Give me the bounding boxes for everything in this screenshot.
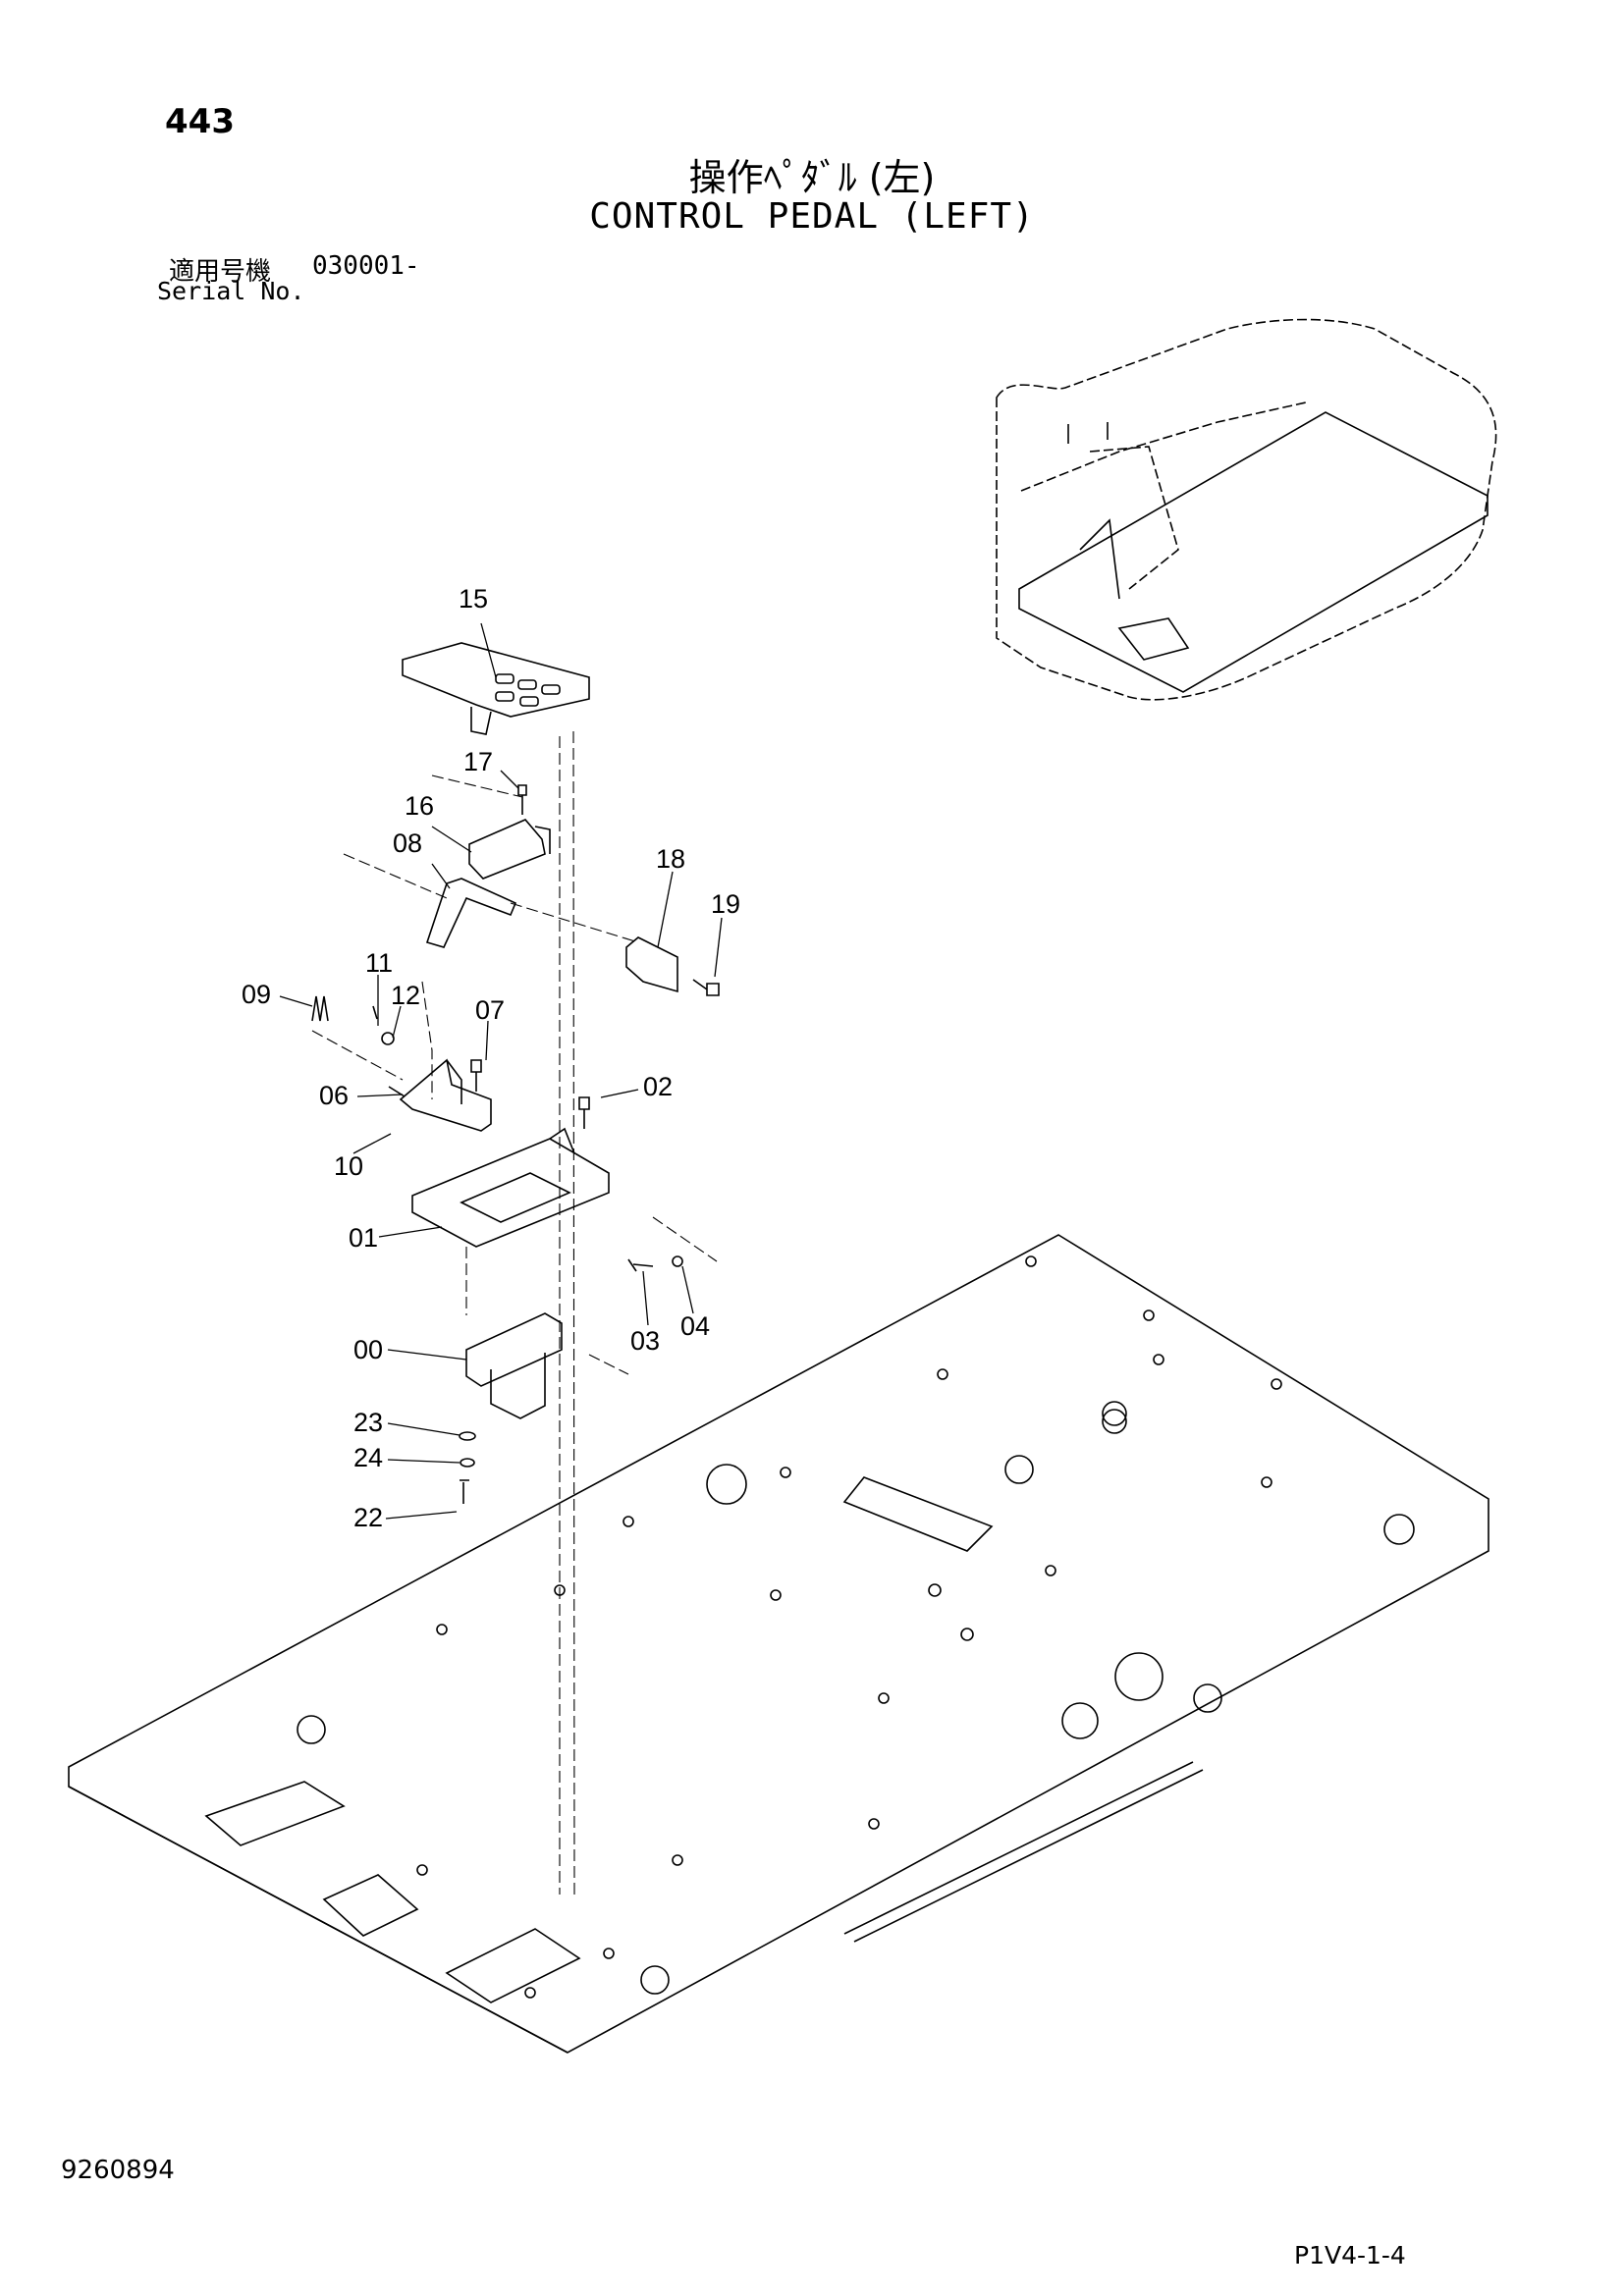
title-english: CONTROL PEDAL (LEFT) [589,196,1035,237]
cab-overview-sketch [996,318,1497,701]
floor-plate [68,1234,1489,2054]
page-number: 443 [165,102,235,141]
callout-16: 16 [405,791,434,821]
spring-part-09 [311,995,329,1022]
cab-floor-outline [1018,411,1489,693]
pedal-part-15 [402,642,590,735]
callout-09: 09 [242,980,271,1009]
callout-12: 12 [391,981,420,1010]
callout-00: 00 [353,1335,383,1364]
serial-label-japanese: 適用号機 [169,257,272,287]
document-id: 9260894 [61,2156,175,2185]
callout-07: 07 [475,995,505,1025]
callout-01: 01 [349,1223,378,1253]
callout-06: 06 [319,1081,349,1110]
callout-24: 24 [353,1443,383,1472]
reference-code: P1V4-1-4 [1294,2241,1406,2269]
callout-19: 19 [711,889,740,919]
callout-08: 08 [393,828,422,858]
bracket-part-06 [399,1058,492,1132]
lever-part-08 [425,878,517,948]
callout-11: 11 [365,948,393,978]
pilot-valve-part-00 [465,1312,563,1419]
callout-04: 04 [680,1311,710,1341]
callout-02: 02 [643,1072,673,1101]
callout-03: 03 [630,1326,660,1356]
serial-value: 030001- [312,251,420,281]
callout-10: 10 [334,1151,363,1181]
serial-label-english: Serial No. [157,277,305,305]
bracket-part-18 [625,936,678,993]
callout-18: 18 [656,844,685,874]
base-plate-part-01 [411,1127,610,1248]
callout-15: 15 [459,584,488,614]
callout-labels: 15 17 16 08 18 19 09 11 12 07 06 02 10 0… [242,584,740,1532]
title-japanese: 操作ﾍﾟﾀﾞﾙ (左) [688,156,936,199]
callout-23: 23 [353,1408,383,1437]
leader-lines [279,622,723,1520]
fasteners [372,784,720,1504]
callout-17: 17 [463,747,493,776]
assembly-lines [311,730,718,1896]
bracket-part-16 [468,819,551,880]
callout-22: 22 [353,1503,383,1532]
